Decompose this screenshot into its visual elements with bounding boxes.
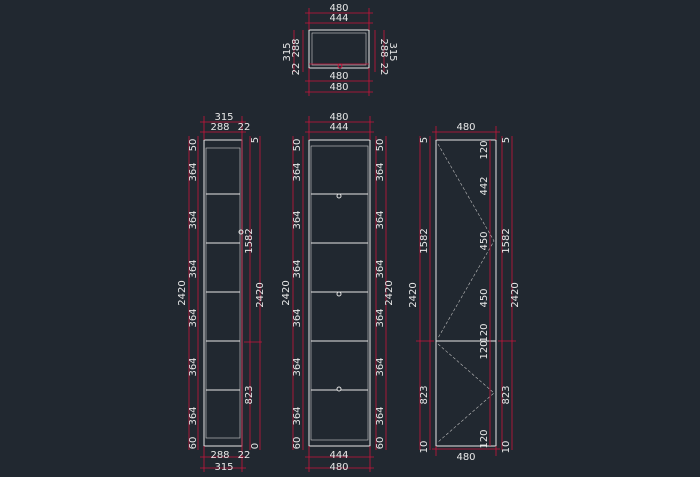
dim-label: 450 xyxy=(479,231,490,250)
dim-label: 364 xyxy=(375,357,386,376)
dim-label: 480 xyxy=(329,71,348,82)
dim-label: 364 xyxy=(292,210,303,229)
dim-label: 315 xyxy=(387,42,398,61)
dim-label: 442 xyxy=(479,176,490,195)
dim-label: 2420 xyxy=(177,280,188,305)
dim-label: 1582 xyxy=(244,228,255,253)
dim-label: 5 xyxy=(250,137,261,143)
dim-label: 22 xyxy=(378,63,389,76)
dim-label: 10 xyxy=(501,441,512,454)
drawer-knob-icon xyxy=(336,193,342,199)
dim-label: 1582 xyxy=(501,228,512,253)
dim-label: 364 xyxy=(188,259,199,278)
dim-label: 50 xyxy=(375,139,386,152)
dim-label: 60 xyxy=(375,437,386,450)
dim-label: 364 xyxy=(292,308,303,327)
dim-label: 50 xyxy=(292,139,303,152)
dim-label: 288 xyxy=(210,450,229,461)
dim-label: 120 xyxy=(479,429,490,448)
dim-label: 364 xyxy=(188,162,199,181)
dim-label: 2420 xyxy=(255,282,266,307)
dim-label: 5 xyxy=(419,137,430,143)
dim-label: 315 xyxy=(214,112,233,123)
door-view: 480 480 5 1582 2420 823 10 120 442 450 4… xyxy=(408,122,521,463)
dim-label: 288 xyxy=(291,38,302,57)
dim-label: 480 xyxy=(329,3,348,14)
dim-label: 364 xyxy=(188,308,199,327)
dim-label: 823 xyxy=(244,385,255,404)
dim-label: 444 xyxy=(329,122,348,133)
dim-label: 5 xyxy=(501,137,512,143)
drawer-knob-icon xyxy=(336,291,342,297)
dim-label: 2420 xyxy=(408,282,419,307)
dim-label: 120 xyxy=(479,340,490,359)
dim-label: 364 xyxy=(188,357,199,376)
dim-label: 288 xyxy=(378,38,389,57)
dim-label: 1582 xyxy=(419,228,430,253)
front-view: 480 444 444 480 50 364 364 364 364 364 3… xyxy=(281,112,395,473)
door-swing-upper xyxy=(437,143,495,339)
dim-label: 22 xyxy=(238,122,251,133)
dim-label: 364 xyxy=(375,162,386,181)
dim-label: 364 xyxy=(188,210,199,229)
top-view-handle-icon xyxy=(337,63,343,69)
dim-label: 10 xyxy=(419,441,430,454)
side-view: 315 288 22 288 22 315 50 364 364 364 364… xyxy=(177,112,266,473)
dim-label: 22 xyxy=(291,63,302,76)
side-view-inner xyxy=(205,147,241,439)
dim-label: 60 xyxy=(292,437,303,450)
side-view-hinge-icon xyxy=(238,229,244,235)
dim-label: 480 xyxy=(329,82,348,93)
top-view-inner xyxy=(311,32,367,66)
dim-label: 364 xyxy=(292,162,303,181)
dim-label: 60 xyxy=(188,437,199,450)
dim-label: 315 xyxy=(214,462,233,473)
dim-label: 120 xyxy=(479,140,490,159)
dim-label: 50 xyxy=(188,139,199,152)
dim-label: 364 xyxy=(292,259,303,278)
dim-label: 120 xyxy=(479,323,490,342)
dim-label: 0 xyxy=(250,443,261,449)
dim-label: 364 xyxy=(292,357,303,376)
dim-label: 480 xyxy=(329,112,348,123)
dim-label: 364 xyxy=(375,308,386,327)
dim-label: 288 xyxy=(210,122,229,133)
dim-label: 480 xyxy=(456,452,475,463)
dim-label: 450 xyxy=(479,288,490,307)
dim-label: 315 xyxy=(282,42,293,61)
dim-label: 22 xyxy=(238,450,251,461)
dim-label: 364 xyxy=(375,259,386,278)
front-view-inner xyxy=(310,145,369,441)
dim-label: 364 xyxy=(188,406,199,425)
dim-label: 364 xyxy=(375,210,386,229)
dim-label: 444 xyxy=(329,450,348,461)
dim-label: 2420 xyxy=(510,282,521,307)
drawer-knob-icon xyxy=(336,386,342,392)
dim-label: 823 xyxy=(501,385,512,404)
dim-label: 2420 xyxy=(384,280,395,305)
door-view-outline xyxy=(435,139,497,447)
dim-label: 444 xyxy=(329,13,348,24)
dim-label: 480 xyxy=(329,462,348,473)
dim-label: 364 xyxy=(292,406,303,425)
front-view-outline xyxy=(308,139,371,447)
dim-label: 364 xyxy=(375,406,386,425)
dim-label: 480 xyxy=(456,122,475,133)
dim-label: 2420 xyxy=(281,280,292,305)
dim-label: 823 xyxy=(419,385,430,404)
top-view: 480 444 315 288 22 288 315 22 480 480 xyxy=(282,3,398,96)
